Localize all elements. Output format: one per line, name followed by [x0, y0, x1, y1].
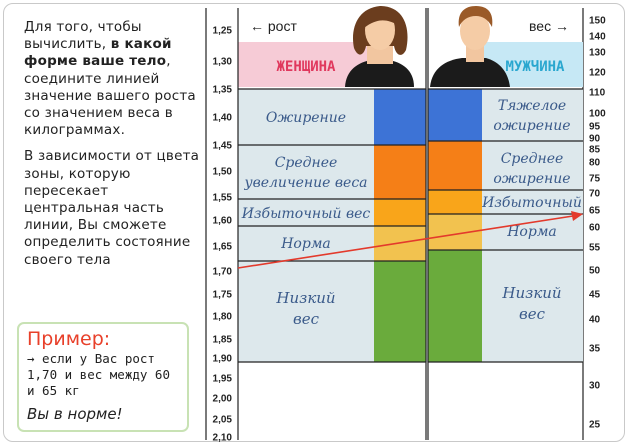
height-tick-label: 1,40	[213, 113, 233, 124]
weight-tick-label: 90	[589, 134, 601, 145]
zone-underweight-right-line1: Низкий	[501, 284, 561, 302]
weight-tick-label: 65	[589, 206, 601, 217]
example-line-arrowhead	[571, 211, 583, 221]
weight-tick-label: 100	[589, 109, 606, 120]
weight-tick-label: 150	[589, 16, 606, 27]
zone-norm: Норма	[280, 236, 331, 252]
height-tick-label: 1,60	[213, 216, 233, 227]
instructions: Для того, чтобы вычислить, в какой форме…	[24, 19, 204, 278]
instruction-paragraph-2: В зависимости от цвета зоны, которую пер…	[24, 148, 200, 268]
height-header: ← рост	[250, 18, 297, 34]
zone-underweight-line2: вес	[293, 310, 320, 328]
weight-tick-label: 25	[589, 420, 601, 431]
weight-tick-label: 45	[589, 290, 601, 301]
zone-average-obesity-line1: Среднее	[501, 151, 564, 167]
right-bar-overweight	[428, 190, 482, 214]
weight-tick-label: 30	[589, 381, 601, 392]
height-tick-label: 1,95	[213, 374, 233, 385]
left-bar-obesity	[374, 89, 426, 145]
zone-overweight: Избыточный вес	[241, 206, 371, 222]
instruction-paragraph-1: Для того, чтобы вычислить, в какой форме…	[24, 19, 196, 139]
left-bar-underweight	[374, 261, 426, 362]
height-tick-label: 1,80	[213, 312, 233, 323]
example-conclusion: Вы в норме!	[27, 405, 123, 423]
right-bar-underweight	[428, 250, 482, 362]
weight-tick-label: 140	[589, 32, 606, 43]
weight-tick-label: 40	[589, 315, 601, 326]
height-tick-label: 1,35	[213, 85, 233, 96]
height-tick-label: 2,00	[213, 394, 233, 405]
right-zone-dividers	[428, 88, 583, 363]
zone-obesity: Ожирение	[266, 110, 346, 126]
weight-tick-label: 120	[589, 68, 606, 79]
example-line	[237, 215, 574, 269]
zone-average-gain-line1: Среднее	[275, 155, 338, 171]
zone-severe-obesity-line2: ожирение	[493, 118, 570, 134]
male-label: МУЖЧИНА	[505, 59, 565, 75]
height-tick-label: 2,10	[213, 433, 233, 444]
weight-tick-label: 50	[589, 266, 601, 277]
height-tick-label: 1,50	[213, 167, 233, 178]
weight-tick-label: 60	[589, 223, 601, 234]
zone-overweight-right: Избыточный	[481, 195, 582, 211]
weight-tick-label: 55	[589, 243, 601, 254]
left-zone-dividers	[238, 88, 426, 363]
height-tick-label: 1,85	[213, 335, 233, 346]
example-body: → если у Вас рост 1,70 и вес между 60 и …	[27, 351, 170, 398]
height-tick-label: 1,65	[213, 242, 233, 253]
weight-tick-label: 70	[589, 189, 601, 200]
weight-tick-label: 85	[589, 145, 601, 156]
height-tick-label: 1,90	[213, 354, 233, 365]
right-bar-average-obesity	[428, 141, 482, 190]
female-figure-icon	[345, 6, 414, 87]
height-tick-label: 1,75	[213, 290, 233, 301]
weight-tick-label: 80	[589, 158, 601, 169]
height-tick-label: 1,30	[213, 57, 233, 68]
instruction-emphasis: в какой форме ваше тело	[24, 36, 172, 70]
female-label: ЖЕНЩИНА	[276, 59, 336, 75]
weight-tick-label: 130	[589, 48, 606, 59]
zone-underweight-line1: Низкий	[275, 289, 335, 307]
weight-tick-label: 35	[589, 344, 601, 355]
weight-tick-label: 110	[589, 88, 606, 99]
zone-norm-right: Норма	[506, 224, 557, 240]
weight-header: вес →	[529, 18, 569, 34]
left-bar-overweight	[374, 199, 426, 226]
frame	[3, 3, 625, 442]
height-tick-label: 1,45	[213, 141, 233, 152]
example-title: Пример:	[27, 328, 111, 350]
height-tick-label: 1,55	[213, 193, 233, 204]
example-box: Пример: → если у Вас рост 1,70 и вес меж…	[17, 322, 189, 432]
zone-severe-obesity-line1: Тяжелое	[498, 98, 566, 114]
weight-tick-label: 75	[589, 174, 601, 185]
height-tick-label: 1,70	[213, 267, 233, 278]
right-bar-severe-obesity	[428, 89, 482, 141]
height-tick-label: 1,25	[213, 26, 233, 37]
height-tick-label: 2,05	[213, 415, 233, 426]
weight-tick-label: 95	[589, 122, 601, 133]
height-ticks: 1,25 1,30 1,35 1,40 1,45 1,50 1,55 1,60 1,65 1,70…	[213, 26, 233, 444]
zone-average-gain-line2: увеличение веса	[243, 175, 367, 191]
zone-average-obesity-line2: ожирение	[493, 171, 570, 187]
left-bar-average-gain	[374, 145, 426, 199]
zone-underweight-right-line2: вес	[519, 305, 546, 323]
male-figure-icon	[430, 6, 510, 87]
